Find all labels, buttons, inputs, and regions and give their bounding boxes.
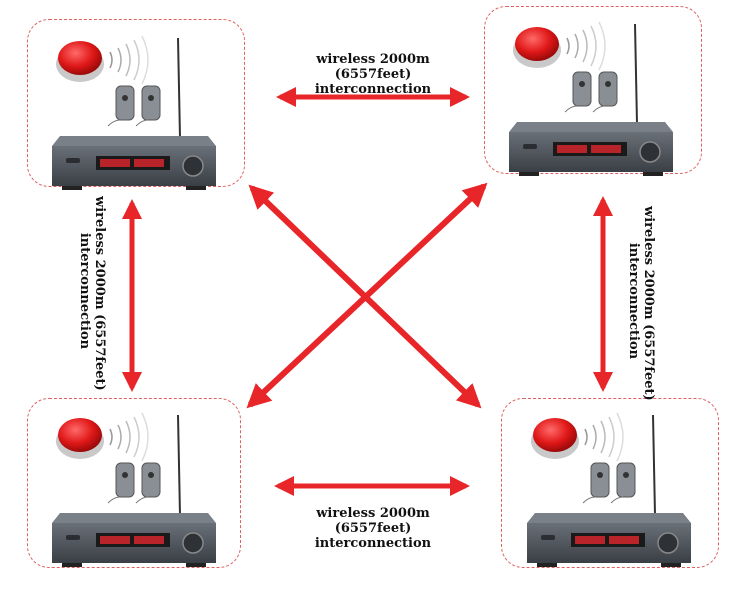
arrow-diagonal-2 — [246, 182, 488, 409]
node-top-left — [27, 19, 245, 187]
link-label-bottom: wireless 2000m (6557feet) interconnectio… — [314, 506, 432, 551]
link-label-top: wireless 2000m (6557feet) interconnectio… — [314, 52, 432, 97]
node-bottom-right — [501, 398, 719, 568]
link-label-left: wireless 2000m (6557feet) interconnectio… — [77, 196, 107, 391]
node-bottom-left — [27, 398, 241, 568]
node-top-right — [484, 6, 702, 174]
link-label-right: wireless 2000m (6557feet) interconnectio… — [626, 206, 656, 401]
